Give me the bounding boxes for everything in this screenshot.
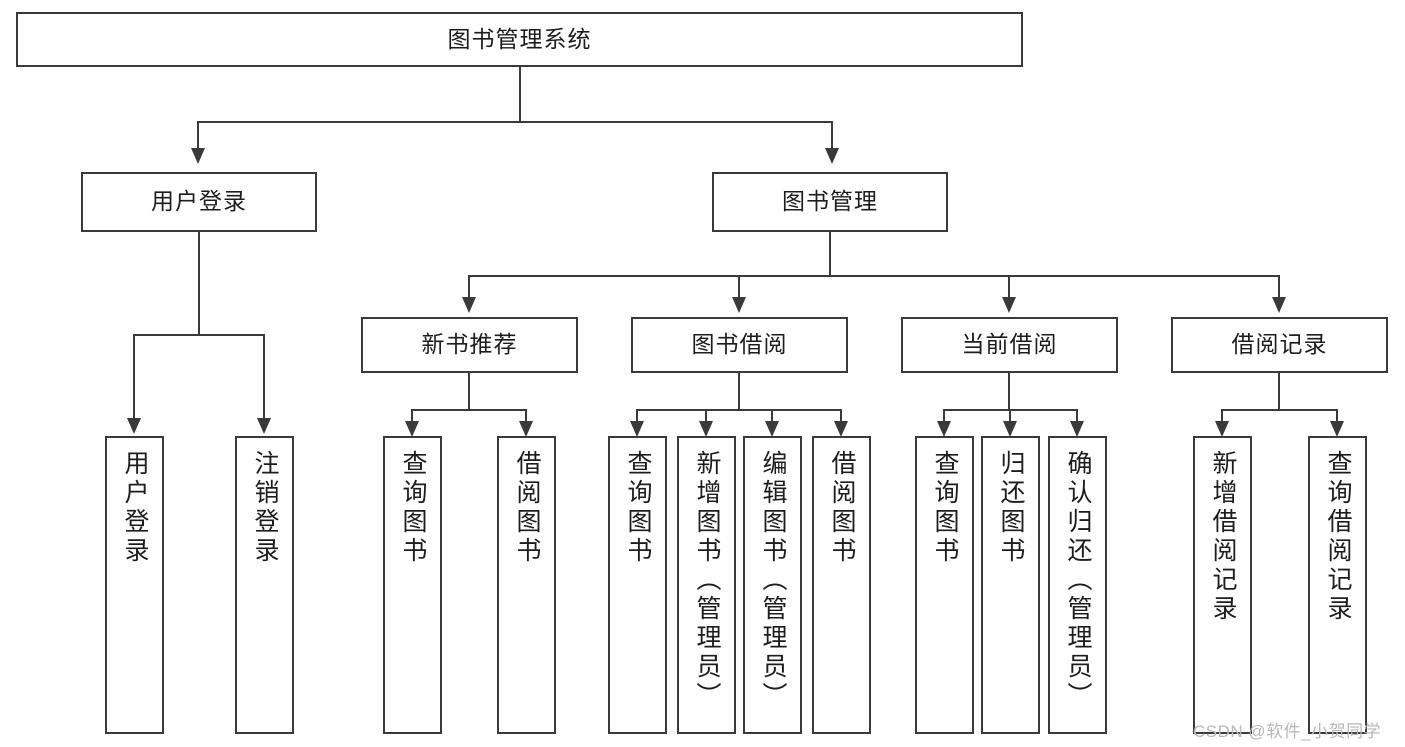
node-new-book-recommend[interactable]: 新书推荐	[361, 317, 578, 373]
node-label: 查询借阅记录	[1324, 450, 1352, 624]
connector-root-stem	[519, 67, 521, 122]
arrow-to-current-borrow	[1002, 297, 1016, 313]
connector-borrow-record-bus	[1221, 409, 1337, 411]
arrow-book-borrow-leaf-3	[834, 421, 848, 437]
node-book-borrow[interactable]: 图书借阅	[631, 317, 848, 373]
node-label: 图书借阅	[691, 331, 788, 358]
arrow-to-book-borrow	[732, 297, 746, 313]
node-label: 图书管理	[782, 188, 878, 215]
connector-new-book-stem	[468, 373, 470, 410]
node-label: 新书推荐	[421, 331, 518, 358]
arrow-borrow-record-leaf-1	[1330, 421, 1344, 437]
connector-book-manage-drop-3	[1278, 275, 1280, 297]
connector-book-borrow-drop-2	[771, 409, 773, 421]
node-label: 新增借阅记录	[1209, 450, 1237, 624]
connector-user-login-drop-1	[263, 334, 265, 418]
connector-book-manage-drop-1	[738, 275, 740, 297]
arrow-user-login-leaf-0	[127, 418, 141, 434]
connector-root-bus	[197, 121, 833, 123]
leaf-book-borrow-2[interactable]: 编辑图书（管理员）	[743, 436, 802, 734]
connector-book-borrow-drop-1	[705, 409, 707, 421]
node-label: 查询图书	[399, 450, 427, 566]
arrow-to-book-manage	[825, 148, 839, 164]
arrow-user-login-leaf-1	[257, 418, 271, 434]
arrow-new-book-leaf-1	[519, 421, 533, 437]
node-label: 当前借阅	[961, 331, 1058, 358]
node-label: 查询图书	[931, 450, 959, 566]
connector-current-borrow-drop-0	[943, 409, 945, 421]
arrow-borrow-record-leaf-0	[1215, 421, 1229, 437]
connector-user-login-drop-0	[133, 334, 135, 418]
node-current-borrow[interactable]: 当前借阅	[901, 317, 1118, 373]
node-label: 图书管理系统	[447, 25, 592, 52]
arrow-to-borrow-record	[1272, 297, 1286, 313]
connector-new-book-drop-1	[525, 409, 527, 421]
arrow-current-borrow-leaf-1	[1003, 421, 1017, 437]
node-label: 归还图书	[997, 450, 1025, 566]
connector-borrow-record-stem	[1278, 373, 1280, 410]
leaf-book-borrow-3[interactable]: 借阅图书	[812, 436, 871, 734]
arrow-new-book-leaf-0	[405, 421, 419, 437]
arrow-current-borrow-leaf-0	[937, 421, 951, 437]
leaf-current-borrow-1[interactable]: 归还图书	[981, 436, 1040, 734]
node-label: 借阅图书	[513, 450, 541, 566]
connector-book-manage-bus	[468, 275, 1280, 277]
connector-book-manage-drop-0	[468, 275, 470, 297]
leaf-new-book-1[interactable]: 借阅图书	[497, 436, 556, 734]
leaf-book-borrow-0[interactable]: 查询图书	[608, 436, 667, 734]
arrow-book-borrow-leaf-1	[699, 421, 713, 437]
node-label: 编辑图书（管理员）	[759, 450, 787, 711]
node-label: 新增图书（管理员）	[693, 450, 721, 711]
node-label: 用户登录	[151, 188, 247, 215]
node-user-login[interactable]: 用户登录	[81, 172, 317, 232]
node-borrow-record[interactable]: 借阅记录	[1171, 317, 1388, 373]
connector-book-borrow-drop-3	[840, 409, 842, 421]
arrow-current-borrow-leaf-2	[1070, 421, 1084, 437]
connector-user-login-stem	[198, 232, 200, 335]
node-label: 用户登录	[121, 450, 149, 566]
node-label: 确认归还（管理员）	[1064, 450, 1092, 711]
leaf-user-login-1[interactable]: 注销登录	[235, 436, 294, 734]
leaf-user-login-0[interactable]: 用户登录	[105, 436, 164, 734]
node-label: 注销登录	[251, 450, 279, 566]
connector-book-borrow-bus	[636, 409, 842, 411]
node-label: 借阅记录	[1231, 331, 1328, 358]
connector-book-borrow-stem	[738, 373, 740, 410]
leaf-borrow-record-1[interactable]: 查询借阅记录	[1308, 436, 1367, 734]
connector-user-login-bus	[133, 334, 265, 336]
connector-current-borrow-stem	[1008, 373, 1010, 410]
node-book-management[interactable]: 图书管理	[712, 172, 948, 232]
node-label: 查询图书	[624, 450, 652, 566]
leaf-borrow-record-0[interactable]: 新增借阅记录	[1193, 436, 1252, 734]
arrow-book-borrow-leaf-0	[630, 421, 644, 437]
arrow-to-new-book	[462, 297, 476, 313]
node-root-system[interactable]: 图书管理系统	[16, 12, 1023, 67]
leaf-book-borrow-1[interactable]: 新增图书（管理员）	[677, 436, 736, 734]
leaf-current-borrow-2[interactable]: 确认归还（管理员）	[1048, 436, 1107, 734]
arrow-to-user-login	[191, 148, 205, 164]
leaf-new-book-0[interactable]: 查询图书	[383, 436, 442, 734]
node-label: 借阅图书	[828, 450, 856, 566]
connector-root-drop-right	[831, 121, 833, 148]
connector-new-book-bus	[411, 409, 527, 411]
connector-root-drop-left	[197, 121, 199, 148]
connector-new-book-drop-0	[411, 409, 413, 421]
connector-borrow-record-drop-1	[1336, 409, 1338, 421]
arrow-book-borrow-leaf-2	[765, 421, 779, 437]
connector-current-borrow-drop-2	[1076, 409, 1078, 421]
connector-book-manage-drop-2	[1008, 275, 1010, 297]
connector-borrow-record-drop-0	[1221, 409, 1223, 421]
connector-current-borrow-drop-1	[1009, 409, 1011, 421]
connector-book-borrow-drop-0	[636, 409, 638, 421]
leaf-current-borrow-0[interactable]: 查询图书	[915, 436, 974, 734]
connector-book-manage-stem	[829, 232, 831, 276]
